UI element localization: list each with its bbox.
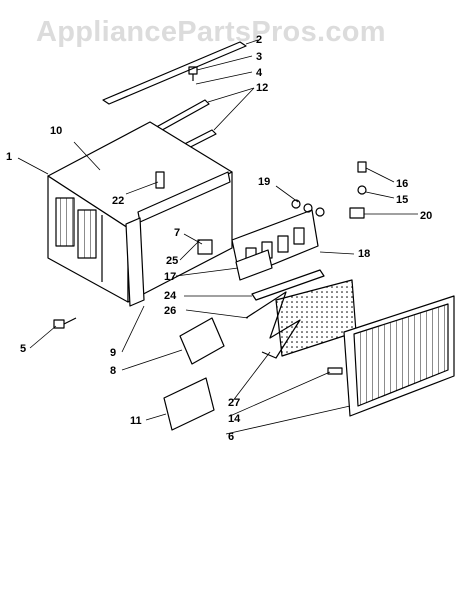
thermostat-knob bbox=[357, 161, 367, 173]
callout-5: 5 bbox=[20, 343, 26, 355]
top-screw bbox=[188, 66, 198, 81]
cabinet-shell bbox=[47, 121, 233, 303]
capacitor-clip bbox=[349, 207, 365, 219]
callout-18: 18 bbox=[358, 248, 370, 260]
callout-17: 17 bbox=[164, 271, 176, 283]
callout-7: 7 bbox=[174, 227, 180, 239]
callout-15: 15 bbox=[396, 194, 408, 206]
side-bracket bbox=[197, 239, 213, 255]
callout-11: 11 bbox=[130, 415, 142, 427]
top-seal-strip bbox=[102, 41, 247, 105]
watermark: AppliancePartsPros.com bbox=[36, 16, 386, 48]
callout-3: 3 bbox=[256, 51, 262, 63]
callout-25: 25 bbox=[166, 255, 178, 267]
knob-clip bbox=[357, 185, 367, 195]
control-mount-bracket bbox=[179, 317, 225, 365]
air-filter bbox=[275, 279, 357, 357]
callout-26: 26 bbox=[164, 305, 176, 317]
callout-8: 8 bbox=[110, 365, 116, 377]
front-grille bbox=[343, 295, 455, 417]
filter-seal-strip bbox=[251, 269, 325, 301]
callout-14: 14 bbox=[228, 413, 241, 425]
callout-27: 27 bbox=[228, 397, 240, 409]
callout-16: 16 bbox=[396, 178, 408, 190]
front-frame-rail bbox=[125, 217, 145, 307]
leader-lines bbox=[17, 39, 418, 435]
control-knob-cluster bbox=[291, 199, 325, 217]
callout-12: 12 bbox=[256, 82, 268, 94]
drain-fitting bbox=[155, 171, 165, 189]
grille-screw bbox=[327, 367, 343, 375]
callout-1: 1 bbox=[6, 151, 12, 163]
cabinet-screw bbox=[53, 317, 77, 329]
callout-2: 2 bbox=[256, 34, 262, 46]
callout-9: 9 bbox=[110, 347, 116, 359]
callout-19: 19 bbox=[258, 176, 270, 188]
callout-22: 22 bbox=[112, 195, 124, 207]
callout-10: 10 bbox=[50, 125, 62, 137]
owner-manual-card bbox=[163, 377, 215, 431]
control-housing bbox=[235, 249, 273, 281]
callout-6: 6 bbox=[228, 431, 234, 443]
callout-24: 24 bbox=[164, 290, 177, 302]
callout-20: 20 bbox=[420, 210, 432, 222]
callout-4: 4 bbox=[256, 67, 263, 79]
